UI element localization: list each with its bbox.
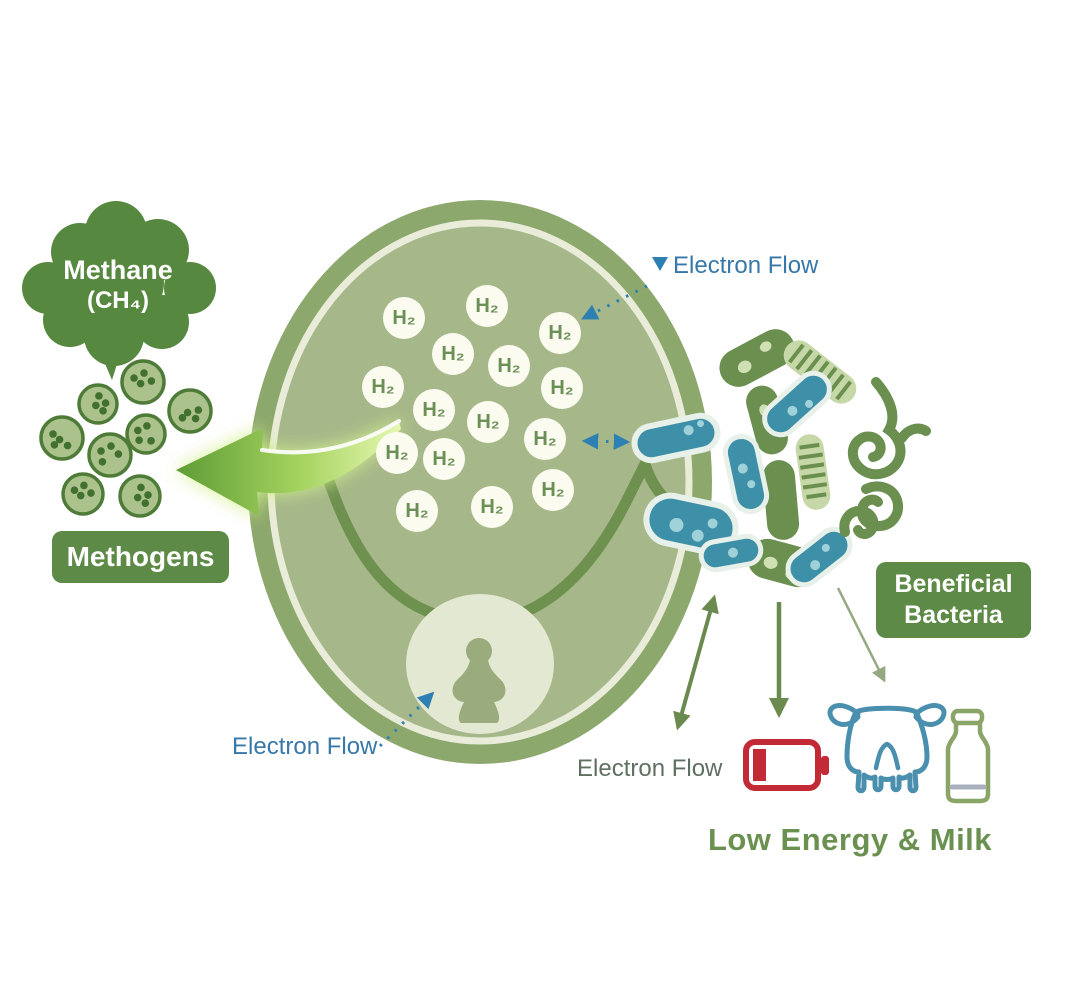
methane-cloud-icon	[22, 201, 216, 380]
glow-arrow-icon	[176, 419, 401, 516]
electron-flow-triangle-icon	[652, 257, 668, 271]
blob-silhouette-icon	[452, 638, 506, 723]
cow-udder-icon	[827, 703, 947, 794]
low-battery-icon	[743, 739, 829, 791]
bacteria-cluster	[631, 329, 931, 588]
h2-molecule: H₂	[383, 297, 425, 339]
beneficial-bacteria-label-box: Beneficial Bacteria	[876, 562, 1031, 638]
methanogen-cells	[39, 359, 213, 518]
low-energy-milk-label: Low Energy & Milk	[707, 822, 993, 857]
striped-bacterium-icon	[795, 434, 831, 510]
electron-flow-label-top: Electron Flow	[673, 252, 819, 279]
green-bacterium-icon	[762, 460, 800, 540]
h2-molecule: H₂	[488, 345, 530, 387]
methane-label-line1: Methane	[63, 255, 173, 285]
electron-flow-arrows	[378, 284, 648, 748]
beneficial-label-line2: Bacteria	[904, 601, 1003, 629]
thin-arrow-icon	[836, 587, 886, 683]
h2-molecule: H₂	[471, 486, 513, 528]
transfer-arrows	[673, 587, 886, 731]
green-bacterium-icon	[719, 329, 795, 387]
h2-molecule: H₂	[376, 432, 418, 474]
methanogens-label-box: Methogens	[52, 531, 229, 583]
methanogen-cell-icon	[87, 432, 133, 478]
h2-molecule: H₂	[466, 285, 508, 327]
h2-molecule: H₂	[413, 389, 455, 431]
rumen-ellipse	[248, 200, 712, 764]
h2-molecule: H₂	[362, 366, 404, 408]
electron-flow-label-bottom-left: Electron Flow	[232, 733, 378, 760]
milk-bottle-icon	[945, 708, 991, 804]
h2-molecule: H₂	[423, 438, 465, 480]
h2-molecule: H₂	[541, 367, 583, 409]
electron-flow-arrow-icon	[378, 691, 435, 748]
double-arrow-icon	[673, 594, 719, 731]
h2-molecule: H₂	[467, 401, 509, 443]
blue-bacterium-icon	[762, 370, 832, 438]
methane-label-line2: (CH₄)	[86, 286, 150, 314]
h2-molecule: H₂	[532, 469, 574, 511]
h2-molecule: H₂	[524, 418, 566, 460]
electron-flow-arrow-icon	[581, 433, 631, 450]
electron-flow-arrow-icon	[581, 284, 648, 320]
blue-bacterium-icon	[631, 412, 721, 464]
h2-molecule: H₂	[539, 312, 581, 354]
electron-flow-label-bottom-center: Electron Flow	[577, 755, 723, 782]
h2-molecule: H₂	[396, 490, 438, 532]
methanogens-label: Methogens	[66, 541, 215, 572]
blue-bacterium-icon	[698, 533, 764, 573]
spiral-bacterium-icon	[839, 377, 931, 539]
beneficial-label-line1: Beneficial	[894, 569, 1013, 598]
h2-molecule: H₂	[432, 333, 474, 375]
blue-bacterium-icon	[643, 492, 739, 556]
blue-bacterium-icon	[722, 433, 770, 515]
methanogen-cell-icon	[125, 413, 167, 455]
rumen-inner-curve	[322, 449, 684, 628]
methane-cloud-label: Methane (CH₄)	[30, 255, 206, 314]
